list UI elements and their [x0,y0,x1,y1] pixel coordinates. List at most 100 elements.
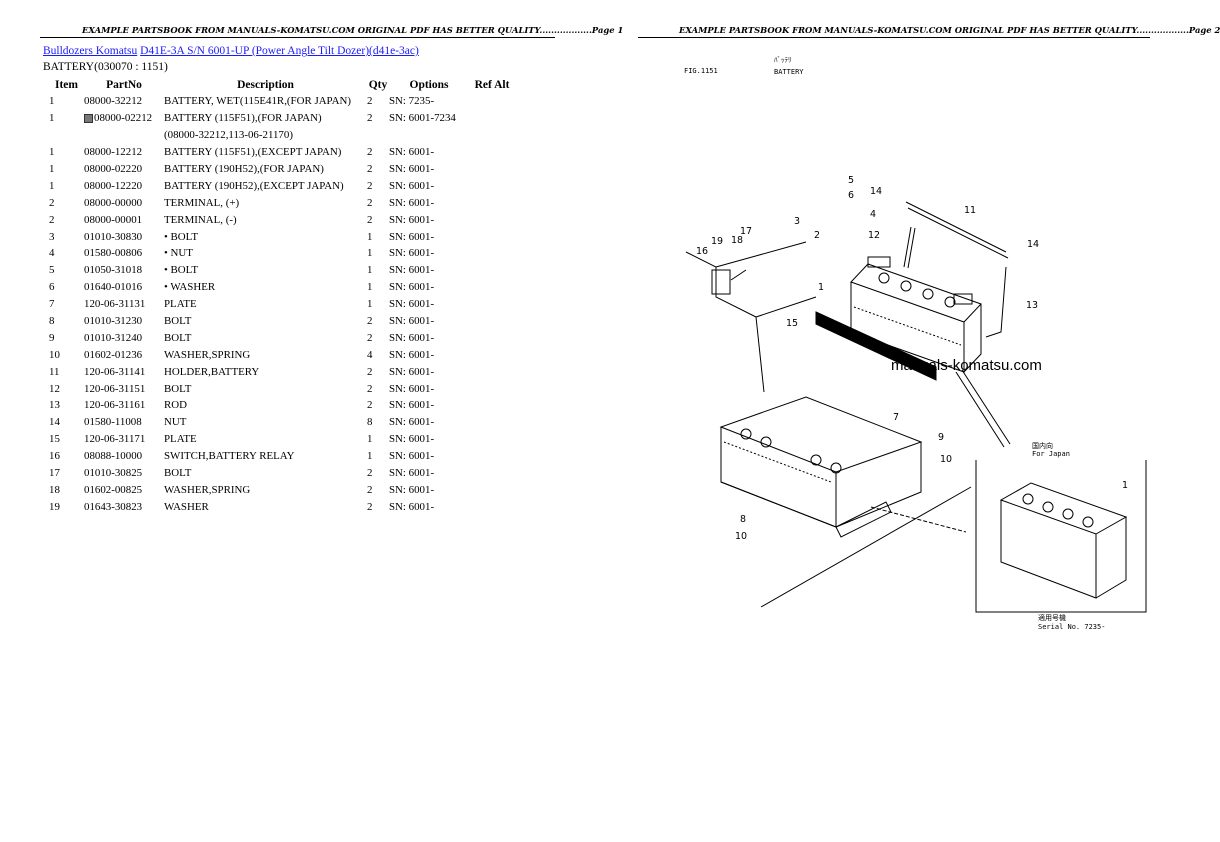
for-japan-inset: 国内向 For Japan 適用号機 Serial No. 7235- [975,441,1147,631]
callout-11: 11 [964,205,976,216]
qty-cell: 1 [367,433,373,446]
description-cell: (08000-32212,113-06-21170) [164,129,293,142]
item-cell: 18 [49,483,60,496]
description-cell: BATTERY, WET(115E41R,(FOR JAPAN) [164,95,351,108]
ref-alt-cell [469,211,515,228]
ref-alt-cell [469,481,515,498]
options-cell: SN: 6001- [389,281,435,294]
item-cell: 19 [49,500,60,513]
ref-alt-cell [469,296,515,313]
callout-inset-1: 1 [1122,480,1128,491]
description-cell: ROD [164,399,187,412]
qty-cell: 1 [367,298,373,311]
lower-battery-assembly [719,396,923,538]
item-cell: 8 [49,315,55,328]
partno-cell: 08000-32212 [84,95,143,108]
options-cell: SN: 6001- [389,315,435,328]
callout-10: 10 [940,454,952,465]
options-cell: SN: 6001- [389,382,435,395]
ref-alt-cell [469,448,515,465]
qty-cell: 2 [367,365,373,378]
relay-bracket [685,241,817,393]
qty-cell: 1 [367,264,373,277]
partno-cell: 08000-02220 [84,163,143,175]
callout-7: 7 [893,412,899,423]
ref-alt-cell [469,313,515,330]
partno-cell [84,127,164,144]
item-cell: 14 [49,416,60,429]
plate-15 [815,311,937,381]
options-cell: SN: 6001- [389,196,435,209]
breadcrumb-link-category[interactable]: Bulldozers Komatsu [43,45,138,57]
callout-6: 6 [848,190,854,201]
ref-alt-cell [469,414,515,431]
partno-cell: 08088-10000 [84,450,143,463]
watermark: manuals-komatsu.com [891,357,1042,374]
table-row: (08000-32212,113-06-21170) [43,127,515,144]
item-cell: 9 [49,331,55,344]
breadcrumb: Bulldozers Komatsu D41E-3A S/N 6001-UP (… [43,45,419,57]
breadcrumb-link-model[interactable]: D41E-3A S/N 6001-UP (Power Angle Tilt Do… [140,45,419,57]
description-cell: BATTERY (115F51),(EXCEPT JAPAN) [164,146,342,159]
callout-19: 19 [711,236,723,247]
ref-alt-cell [469,346,515,363]
qty-cell: 2 [367,146,373,159]
header-ref-alt: Ref Alt [474,78,510,91]
item-cell: 13 [49,399,60,412]
item-cell: 11 [49,365,60,378]
options-cell: SN: 6001- [389,365,435,378]
page-header-right: EXAMPLE PARTSBOOK FROM MANUALS-KOMATSU.C… [679,25,1220,35]
partno-cell: 01010-31230 [84,315,143,328]
description-cell: SWITCH,BATTERY RELAY [164,450,295,463]
ref-alt-cell [469,161,515,178]
description-cell: • WASHER [164,281,216,294]
partno-cell: 120-06-31141 [84,365,146,378]
partno-cell: 01050-31018 [84,264,143,277]
options-cell: SN: 6001- [389,467,435,480]
qty-cell: 2 [367,163,373,175]
partno-cell: 120-06-31151 [84,382,146,395]
options-cell: SN: 6001- [389,483,435,496]
image-marker-icon[interactable] [84,114,93,124]
callout-16: 16 [696,246,708,257]
partno-cell: 120-06-31161 [84,399,146,412]
qty-cell: 1 [367,230,373,243]
ref-alt-cell [469,329,515,346]
item-cell: 1 [49,163,55,175]
description-cell: BOLT [164,315,192,328]
ref-alt-cell [469,144,515,161]
options-cell: SN: 6001- [389,179,435,192]
inset-for-japan: For Japan [1032,450,1070,458]
options-cell [389,127,469,144]
partno-cell: 01580-00806 [84,247,143,260]
callout-12: 12 [868,230,880,241]
options-cell: SN: 6001- [389,416,435,429]
partno-cell: 08000-02212 [84,110,164,127]
partno-cell: 120-06-31171 [84,433,146,446]
table-header-row: Item PartNo Description Qty Options Ref … [43,76,515,93]
options-cell: SN: 6001- [389,399,435,412]
item-cell: 17 [49,467,60,480]
qty-cell: 2 [367,95,373,108]
partno-cell: 08000-00001 [84,213,143,226]
ref-alt-cell [469,110,515,127]
qty-cell: 2 [367,483,373,496]
qty-cell: 2 [367,382,373,395]
description-cell: BATTERY (190H52),(EXCEPT JAPAN) [164,179,344,192]
description-cell: PLATE [164,298,197,311]
item-cell: 6 [49,281,55,294]
description-cell: BATTERY (115F51),(FOR JAPAN) [164,112,322,125]
item-cell: 4 [49,247,55,260]
item-cell: 3 [49,230,55,243]
description-cell: BOLT [164,331,192,344]
callout-3: 3 [794,216,800,227]
